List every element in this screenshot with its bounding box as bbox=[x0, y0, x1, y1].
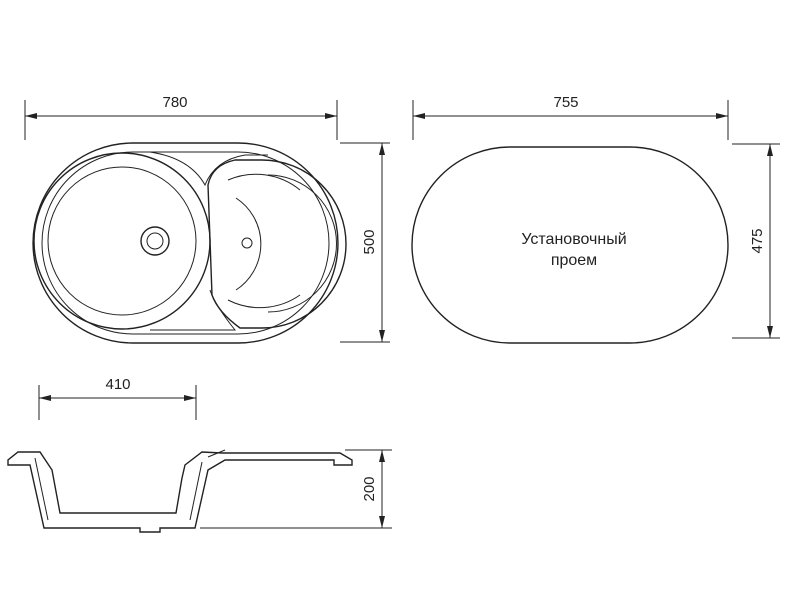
drain-inner bbox=[146, 232, 164, 250]
wing-notch-top bbox=[149, 151, 268, 187]
bowl-outer-circle bbox=[33, 152, 211, 330]
cutout-label-line2: проем bbox=[551, 252, 597, 269]
cutout-width-label: 755 bbox=[553, 94, 578, 111]
section-outer-profile bbox=[7, 451, 353, 533]
drainer-groove-1 bbox=[227, 173, 301, 191]
overflow-hole bbox=[241, 237, 253, 249]
sink-top-view bbox=[32, 142, 347, 344]
wing-notch-bottom bbox=[150, 289, 237, 331]
bowl-width-label: 410 bbox=[105, 376, 130, 393]
bowl-inner-circle bbox=[47, 166, 197, 316]
drainer-contour bbox=[207, 159, 347, 329]
drain-outer bbox=[140, 226, 170, 256]
drainer-groove-2 bbox=[235, 197, 262, 291]
dimension-depth: 200 bbox=[200, 449, 392, 529]
cutout-view: Установочный проем bbox=[411, 146, 729, 344]
sink-section-view bbox=[7, 449, 353, 533]
cutout-label-line1: Установочный bbox=[521, 231, 626, 248]
dimension-sink-width: 780 bbox=[24, 94, 338, 140]
dimension-cutout-width: 755 bbox=[412, 94, 729, 140]
dimension-bowl-width: 410 bbox=[38, 376, 197, 420]
sink-width-label: 780 bbox=[162, 94, 187, 111]
sink-height-label: 500 bbox=[361, 229, 378, 254]
drainer-groove-4 bbox=[267, 174, 337, 313]
depth-label: 200 bbox=[361, 476, 378, 501]
drainer-groove-3 bbox=[227, 294, 301, 309]
dimension-cutout-height: 475 bbox=[732, 143, 780, 339]
sink-outer-contour bbox=[32, 142, 339, 344]
dimension-sink-height: 500 bbox=[340, 142, 390, 343]
cutout-contour bbox=[411, 146, 729, 344]
cutout-height-label: 475 bbox=[749, 228, 766, 253]
